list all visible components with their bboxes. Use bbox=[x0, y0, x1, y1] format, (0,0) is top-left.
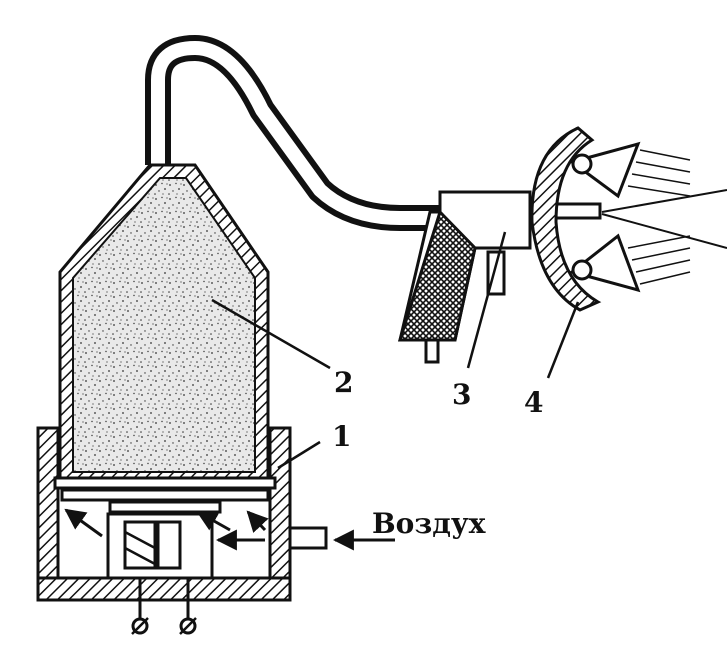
label-1: 1 bbox=[332, 420, 351, 453]
nozzle-head bbox=[530, 126, 727, 312]
label-4: 4 bbox=[524, 386, 543, 419]
hose bbox=[145, 35, 440, 231]
powder-tank bbox=[58, 163, 270, 482]
base-housing bbox=[36, 426, 328, 635]
label-2: 2 bbox=[334, 366, 353, 399]
leader-lines bbox=[211, 231, 580, 470]
label-3: 3 bbox=[452, 378, 471, 411]
spray-gun bbox=[397, 190, 602, 364]
label-air: Воздух bbox=[372, 507, 486, 540]
air-flow-arrows bbox=[64, 508, 395, 551]
